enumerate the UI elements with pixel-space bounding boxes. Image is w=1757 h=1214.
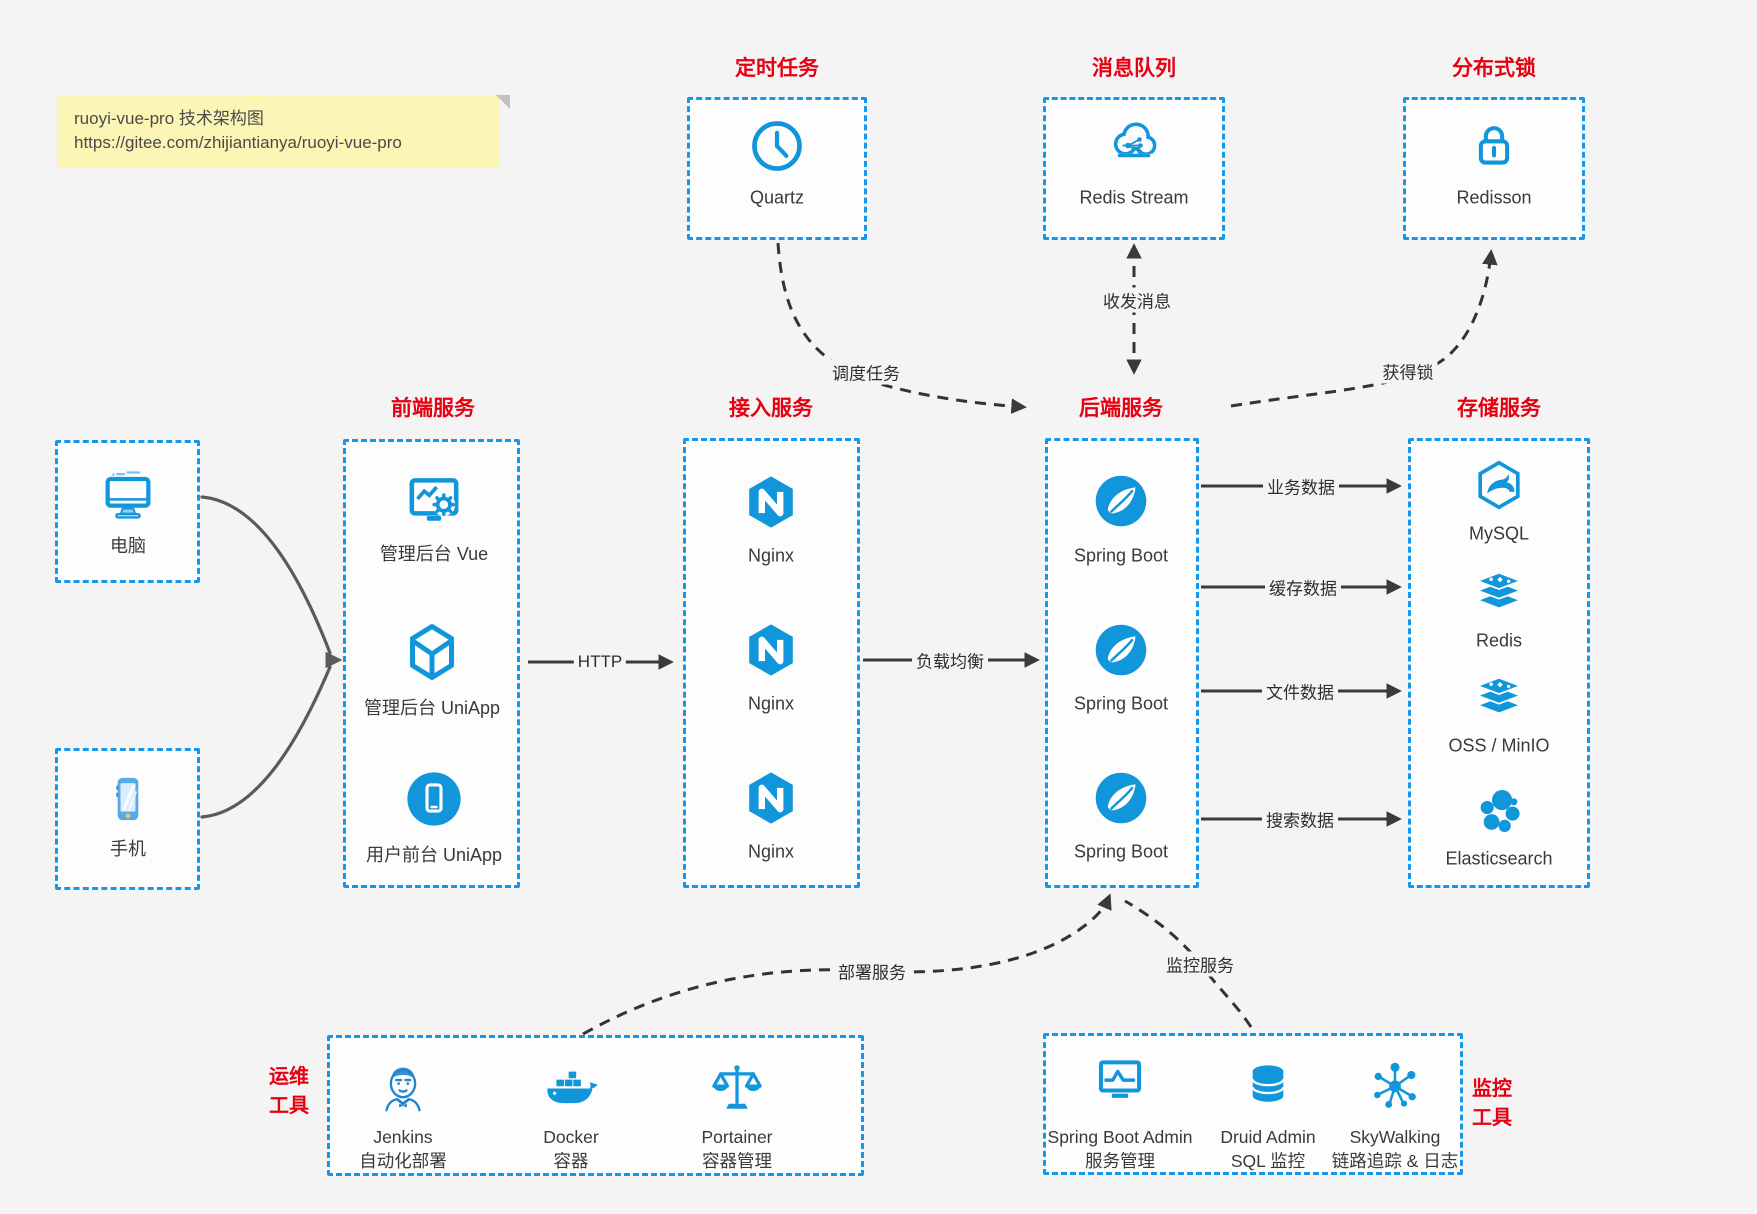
node-label-mysql: MySQL [1468, 523, 1530, 544]
node-label-nginx: Nginx [747, 841, 795, 862]
node-label-oss-minio: OSS / MinIO [1448, 735, 1550, 756]
spring-leaf-icon [1095, 772, 1147, 824]
lock-icon [1478, 126, 1510, 165]
node-label-quartz: Quartz [749, 187, 805, 208]
jenkins-butler-icon [385, 1067, 421, 1112]
group-title-scheduled-jobs: 定时任务 [735, 57, 819, 80]
edge-label-load-balance: 负载均衡 [912, 647, 988, 673]
phone-circle-icon [407, 772, 461, 826]
node-label-spring-boot-admin: Spring Boot Admin 服务管理 [1048, 1125, 1193, 1173]
nginx-hexagon-icon [749, 476, 793, 528]
nginx-hexagon-icon [749, 772, 793, 824]
portainer-label-line2: 容器管理 [701, 1151, 772, 1171]
group-title-message-queue: 消息队列 [1092, 57, 1176, 80]
node-label-nginx: Nginx [747, 545, 795, 566]
node-label-pc: 电脑 [110, 536, 146, 556]
skywalking-label-line1: SkyWalking [1349, 1126, 1441, 1147]
group-title-ops-tools: 运维 工具 [269, 1063, 309, 1121]
elasticsearch-cluster-icon [1480, 790, 1520, 832]
ops-title-line1: 运维 [269, 1066, 309, 1088]
smartphone-icon [116, 777, 139, 821]
jenkins-label-line2: 自动化部署 [359, 1151, 447, 1171]
node-label-skywalking: SkyWalking 链路追踪 & 日志 [1332, 1125, 1458, 1173]
ops-title-line2: 工具 [269, 1095, 309, 1117]
node-label-admin-uniapp: 管理后台 UniApp [363, 698, 501, 718]
group-title-backend: 后端服务 [1079, 397, 1163, 420]
edge-label-monitoring: 监控服务 [1162, 951, 1238, 977]
spring-leaf-icon [1095, 475, 1147, 527]
monitor-gear-icon [409, 478, 459, 521]
scales-icon [712, 1065, 762, 1109]
sba-label-line2: 服务管理 [1084, 1151, 1155, 1171]
edge-label-cache-data: 缓存数据 [1265, 574, 1341, 600]
edge-label-search-data: 搜索数据 [1262, 806, 1338, 832]
skywalking-label-line2: 链路追踪 & 日志 [1331, 1151, 1459, 1171]
message-queue-box [1043, 97, 1225, 240]
edge-label-deploy: 部署服务 [834, 958, 910, 984]
node-label-redisson: Redisson [1456, 187, 1532, 208]
node-label-docker: Docker 容器 [543, 1125, 598, 1173]
node-label-mobile: 手机 [110, 839, 146, 859]
edge-label-acquire-lock: 获得锁 [1378, 358, 1438, 384]
node-label-nginx: Nginx [747, 693, 795, 714]
storage-box [1408, 438, 1590, 888]
docker-whale-icon [547, 1071, 598, 1104]
node-label-spring-boot: Spring Boot [1073, 841, 1169, 862]
node-label-elasticsearch: Elasticsearch [1445, 848, 1553, 869]
cloud-mq-icon [1111, 122, 1159, 166]
monitor-title-line1: 监控 [1472, 1078, 1512, 1100]
note-title: ruoyi-vue-pro 技术架构图 [74, 109, 264, 128]
edge-label-http: HTTP [573, 652, 627, 672]
node-label-portainer: Portainer 容器管理 [701, 1125, 772, 1173]
nginx-hexagon-icon [749, 624, 793, 676]
node-label-jenkins: Jenkins 自动化部署 [359, 1125, 447, 1173]
druid-label-line1: Druid Admin [1220, 1126, 1316, 1147]
node-label-druid-admin: Druid Admin SQL 监控 [1220, 1125, 1315, 1173]
group-title-monitor-tools: 监控 工具 [1472, 1075, 1512, 1133]
edge-label-file-data: 文件数据 [1262, 678, 1338, 704]
druid-label-line2: SQL 监控 [1230, 1151, 1306, 1171]
sba-label-line1: Spring Boot Admin [1047, 1126, 1193, 1147]
desktop-icon [105, 471, 151, 519]
clock-icon [752, 121, 802, 171]
monitor-tools-box [1043, 1033, 1463, 1175]
distributed-lock-box [1403, 97, 1585, 240]
sticky-note: ruoyi-vue-pro 技术架构图 https://gitee.com/zh… [57, 95, 510, 168]
node-label-spring-boot: Spring Boot [1073, 693, 1169, 714]
monitor-title-line2: 工具 [1472, 1107, 1512, 1129]
uniapp-cube-icon [410, 624, 454, 680]
database-cylinder-icon [1251, 1065, 1285, 1102]
group-title-distributed-lock: 分布式锁 [1452, 57, 1536, 80]
phone-box [55, 748, 200, 890]
device-curves [200, 495, 343, 819]
monitor-pulse-icon [1098, 1060, 1142, 1098]
docker-label-line2: 容器 [553, 1151, 589, 1171]
group-title-frontend: 前端服务 [391, 397, 475, 420]
node-label-redis: Redis [1475, 630, 1523, 651]
group-title-access: 接入服务 [729, 397, 813, 420]
edge-label-schedule: 调度任务 [828, 359, 904, 385]
node-label-admin-vue: 管理后台 Vue [379, 544, 489, 564]
edge-label-message: 收发消息 [1099, 287, 1175, 313]
jenkins-label-line1: Jenkins [373, 1126, 433, 1147]
storage-stack-icon [1476, 676, 1522, 715]
portainer-label-line1: Portainer [701, 1126, 773, 1147]
node-graph-icon [1374, 1062, 1416, 1108]
node-label-user-uniapp: 用户前台 UniApp [365, 845, 503, 865]
mysql-dolphin-icon [1478, 460, 1520, 510]
edge-label-business-data: 业务数据 [1263, 473, 1339, 499]
docker-label-line1: Docker [543, 1126, 599, 1147]
node-label-redis-stream: Redis Stream [1079, 187, 1189, 208]
node-label-spring-boot: Spring Boot [1073, 545, 1169, 566]
note-url: https://gitee.com/zhijiantianya/ruoyi-vu… [74, 133, 402, 152]
spring-leaf-icon [1095, 624, 1147, 676]
redis-stack-icon [1476, 571, 1522, 610]
group-title-storage: 存储服务 [1457, 397, 1541, 420]
